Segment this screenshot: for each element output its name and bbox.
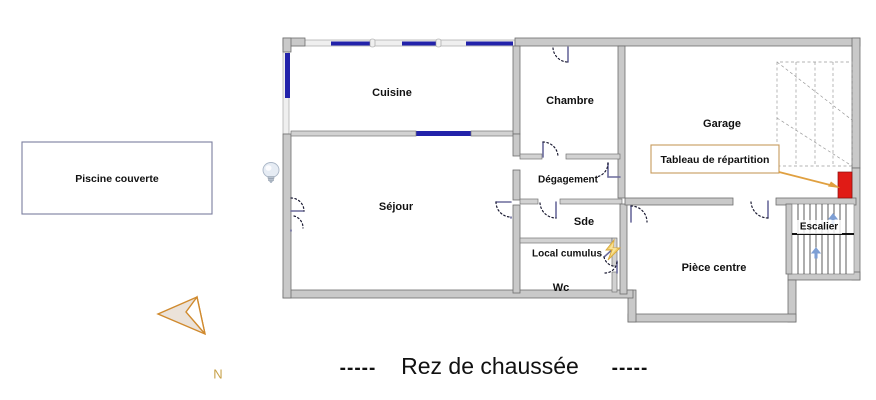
window-sejour-divider xyxy=(413,131,473,136)
room-label-chambre: Chambre xyxy=(546,95,594,107)
doors xyxy=(290,46,769,274)
electric-spark-icon xyxy=(605,238,622,261)
exterior-walls xyxy=(282,37,861,323)
plan-title: ----- Rez de chaussée ----- xyxy=(340,353,649,379)
electrical-panel-callout: Tableau de répartition xyxy=(650,144,840,188)
pool-label: Piscine couverte xyxy=(75,173,159,185)
staircase-escalier xyxy=(791,203,855,275)
room-label-degagement: Dégagement xyxy=(538,175,599,186)
window-cuisine-left xyxy=(285,53,290,98)
room-label-piece-centre: Pièce centre xyxy=(682,262,747,274)
electrical-panel-target xyxy=(837,171,853,199)
room-label-sde: Sde xyxy=(574,216,594,228)
title-dash-right: ----- xyxy=(612,358,649,379)
room-label-cuisine: Cuisine xyxy=(372,87,412,99)
callout-box xyxy=(650,144,780,174)
callout-arrow-icon xyxy=(778,171,840,188)
windows xyxy=(285,38,513,136)
title-dash-left: ----- xyxy=(340,358,377,379)
light-bulb-icon xyxy=(262,162,280,183)
compass-north-label: N xyxy=(213,366,222,381)
callout-label: Tableau de répartition xyxy=(661,154,770,166)
window-cuisine-top-1 xyxy=(331,41,371,46)
room-label-local-cumulus: Local cumulus xyxy=(532,249,602,260)
room-label-escalier: Escalier xyxy=(800,222,838,233)
room-label-sejour: Séjour xyxy=(379,201,414,213)
compass-rose-icon xyxy=(156,295,206,336)
room-labels: Cuisine Séjour Chambre Dégagement Sde Lo… xyxy=(372,87,838,294)
page-title: Rez de chaussée xyxy=(401,353,579,379)
staircase-upper-dashed xyxy=(776,61,853,167)
pool-annotation: Piscine couverte xyxy=(21,141,213,215)
room-label-garage: Garage xyxy=(703,118,741,130)
window-cuisine-top-2 xyxy=(402,41,438,46)
pool-box xyxy=(21,141,213,215)
room-label-wc: Wc xyxy=(553,282,570,294)
window-cuisine-top-3 xyxy=(466,41,513,46)
